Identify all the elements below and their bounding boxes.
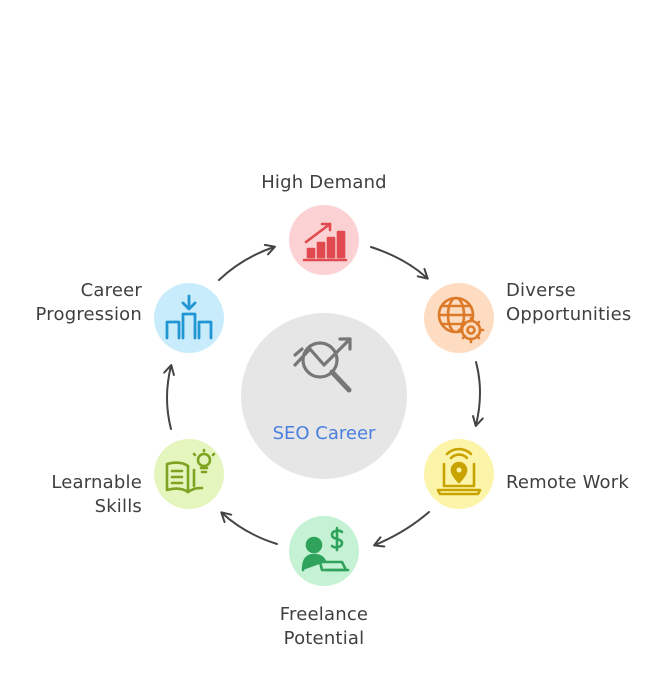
learnable-skills-label-line: Skills xyxy=(94,496,142,517)
book-lightbulb-icon xyxy=(165,448,216,494)
person-laptop-dollar-icon xyxy=(301,526,350,572)
freelance-potential-label-line: Potential xyxy=(283,628,365,649)
high-demand-label-line: High Demand xyxy=(261,172,387,193)
diverse-opportunities-label-line: Diverse xyxy=(506,280,576,301)
rising-bar-chart-icon xyxy=(302,222,348,262)
freelance-potential-circle xyxy=(289,516,359,586)
learnable-skills-label-line: Learnable xyxy=(51,472,142,493)
remote-work-label-line: Remote Work xyxy=(506,472,629,493)
label-remote-work: Remote Work xyxy=(506,471,666,495)
freelance-potential-label-line: Freelance xyxy=(279,604,369,625)
high-demand-circle xyxy=(289,205,359,275)
center-label: SEO Career xyxy=(272,423,376,444)
laptop-location-icon xyxy=(436,447,482,496)
career-progression-label-line: Progression xyxy=(35,304,142,325)
arrow-learnable-to-career xyxy=(163,364,175,430)
diverse-opportunities-circle xyxy=(424,283,494,353)
globe-gear-icon xyxy=(437,296,485,344)
career-progression-circle xyxy=(154,283,224,353)
label-high-demand: High Demand xyxy=(224,171,424,195)
diverse-opportunities-label-line: Opportunities xyxy=(506,304,632,325)
career-progression-label-line: Career xyxy=(80,280,142,301)
arrow-career-to-high-demand xyxy=(218,243,276,281)
center-circle xyxy=(241,313,407,479)
arrow-high-demand-to-diverse xyxy=(370,246,429,280)
podium-arrow-icon xyxy=(165,294,213,340)
arrow-remote-to-freelance xyxy=(373,511,430,548)
arrow-freelance-to-learnable xyxy=(220,511,278,545)
seo-search-chart-icon xyxy=(293,337,352,393)
arrow-diverse-to-remote xyxy=(472,361,484,427)
